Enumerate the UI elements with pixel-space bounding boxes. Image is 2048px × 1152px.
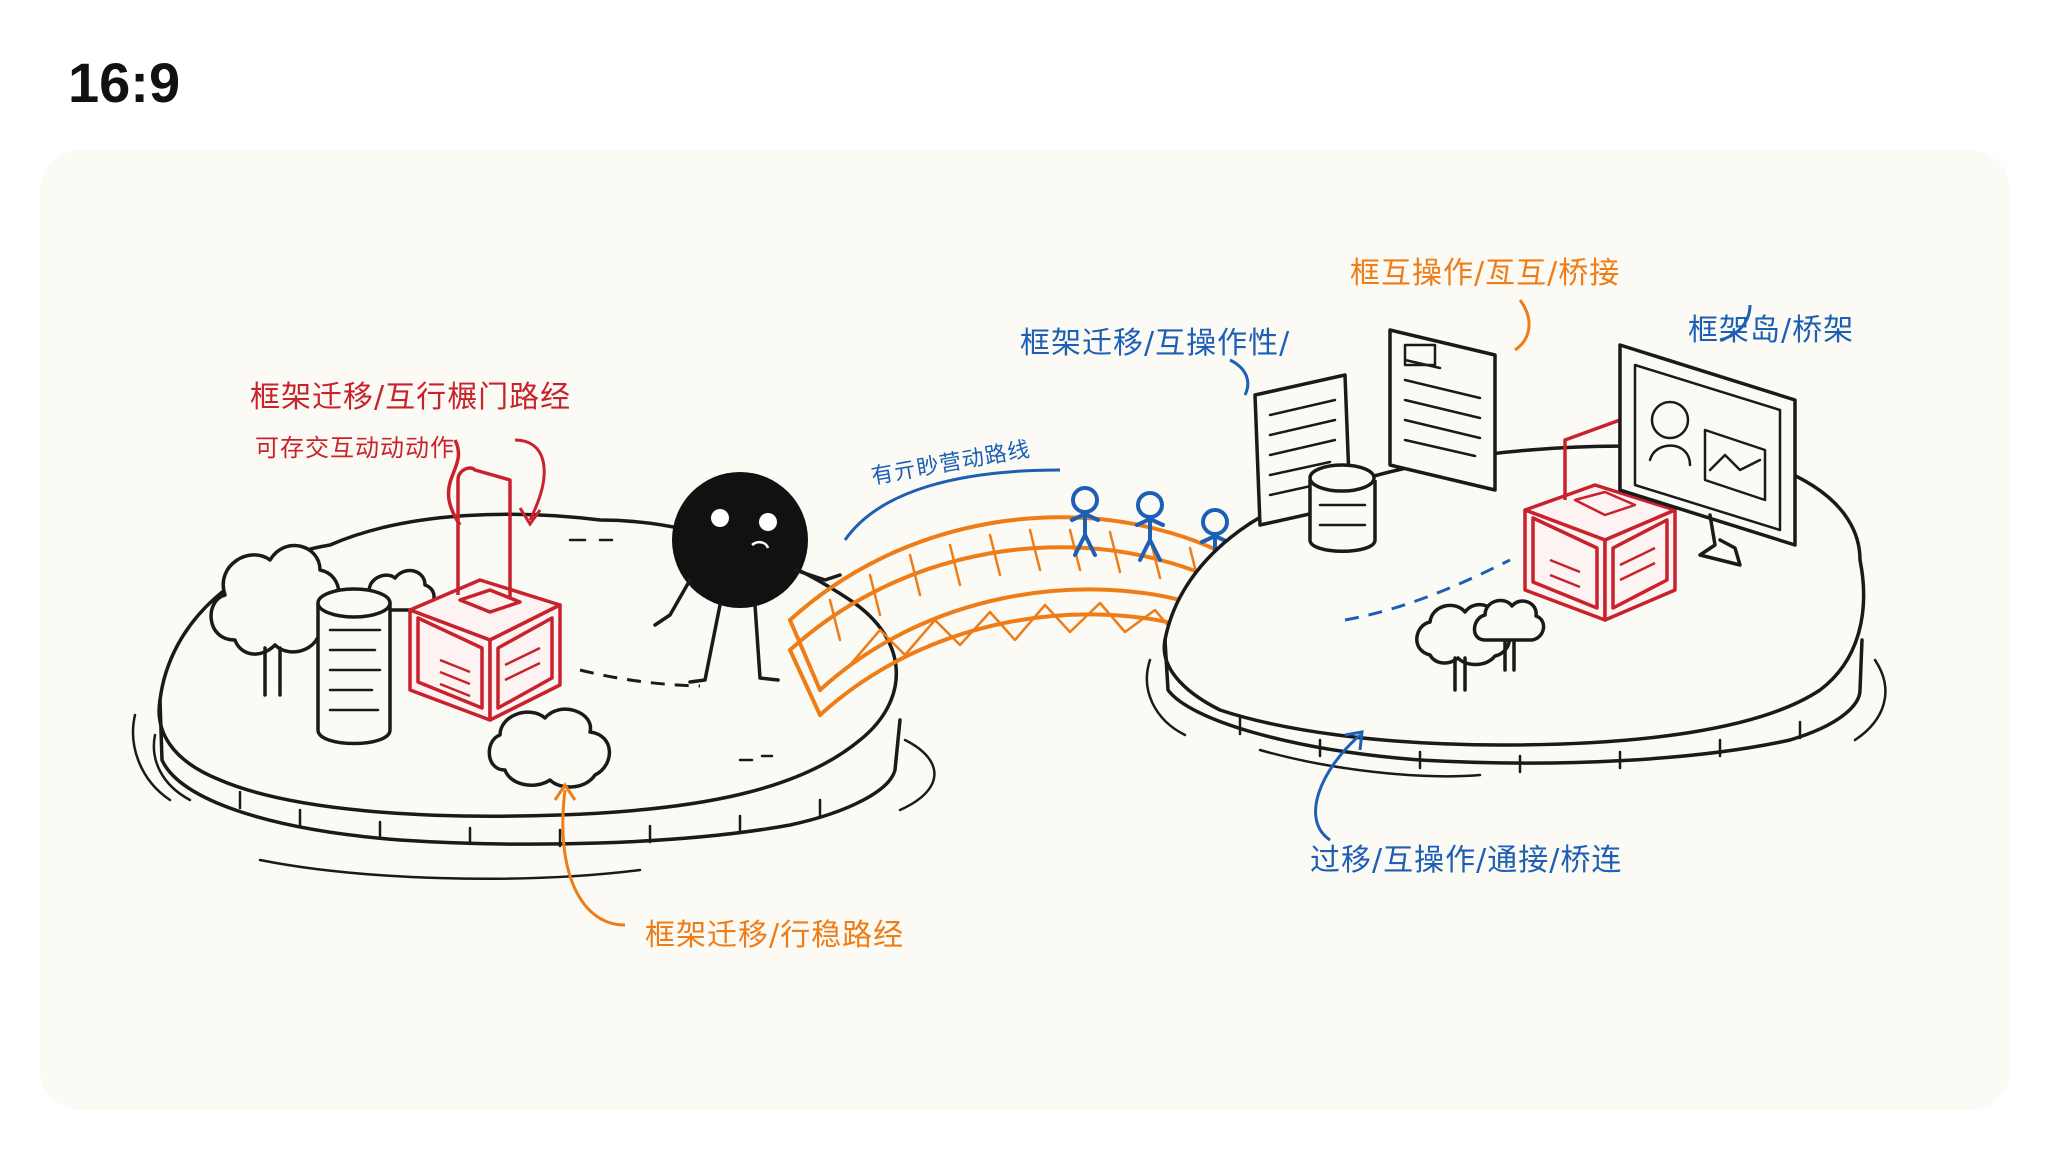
- person-icon: [1070, 486, 1100, 557]
- cube-icon: [408, 439, 562, 722]
- blob-character-icon: [653, 472, 842, 684]
- arrow-icon: [1314, 733, 1361, 842]
- document-icon: [1388, 328, 1497, 492]
- arrow-head-icon: [518, 507, 542, 527]
- top-blue-label: 框架迁移/互操作性/: [1020, 326, 1291, 361]
- tree-icon: [487, 707, 612, 789]
- arrow-icon: [1514, 299, 1531, 352]
- top-orange-label: 框互操作/亙互/桥接: [1350, 256, 1621, 291]
- bottom-blue-label: 过移/互操作/通接/桥连: [1310, 843, 1623, 878]
- arrow-head-icon: [1344, 730, 1364, 751]
- bottom-orange-label: 框架迁移/行稳路经: [645, 918, 905, 953]
- arrow-icon: [561, 789, 626, 927]
- left-red-title: 框架迁移/互行榐门路经: [250, 380, 572, 415]
- dashed-path: [579, 668, 701, 688]
- ground-marks: [568, 538, 774, 762]
- arrow-head-icon: [553, 782, 577, 801]
- arrow-icon: [1229, 358, 1250, 396]
- person-icon: [1135, 491, 1165, 562]
- dashed-path: [1344, 558, 1511, 622]
- aspect-ratio-label: 16:9: [68, 51, 181, 114]
- right-blue-label: 框架岛/桥架: [1688, 313, 1855, 348]
- monitor-icon: [1618, 343, 1797, 567]
- database-icon: [1308, 463, 1377, 553]
- left-red-subtitle: 可存交互动动动作.: [255, 434, 464, 462]
- arrow-icon: [1719, 304, 1752, 342]
- database-icon: [316, 587, 392, 746]
- tree-icon: [1472, 598, 1546, 672]
- arrow-icon: [514, 438, 546, 521]
- cube-icon: [1523, 418, 1677, 622]
- arrow-icon: [843, 468, 1061, 541]
- tree-icon: [209, 543, 341, 697]
